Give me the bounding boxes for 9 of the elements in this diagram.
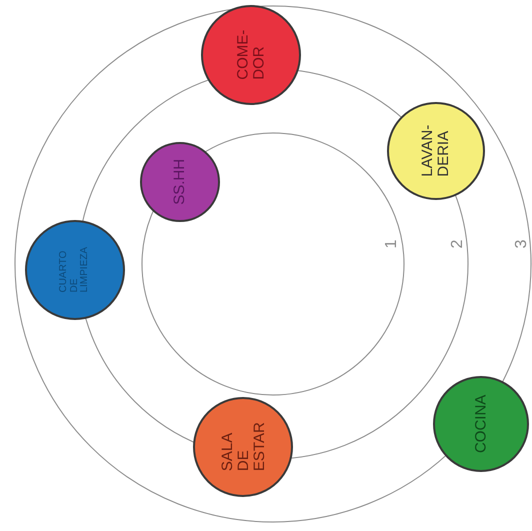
ring-number: 1 xyxy=(384,240,400,248)
room-label: SALA DE ESTAR xyxy=(219,422,267,472)
room-label: COME- DOR xyxy=(235,30,267,80)
room-label: CUARTO DE LIMPIEZA xyxy=(59,247,91,293)
ring-number: 2 xyxy=(450,240,466,248)
ring-number: 3 xyxy=(514,240,530,248)
room-label: SS.HH xyxy=(172,159,188,205)
room-label: LAVAN- DERIA xyxy=(420,125,452,177)
room-label: COCINA xyxy=(473,394,489,454)
